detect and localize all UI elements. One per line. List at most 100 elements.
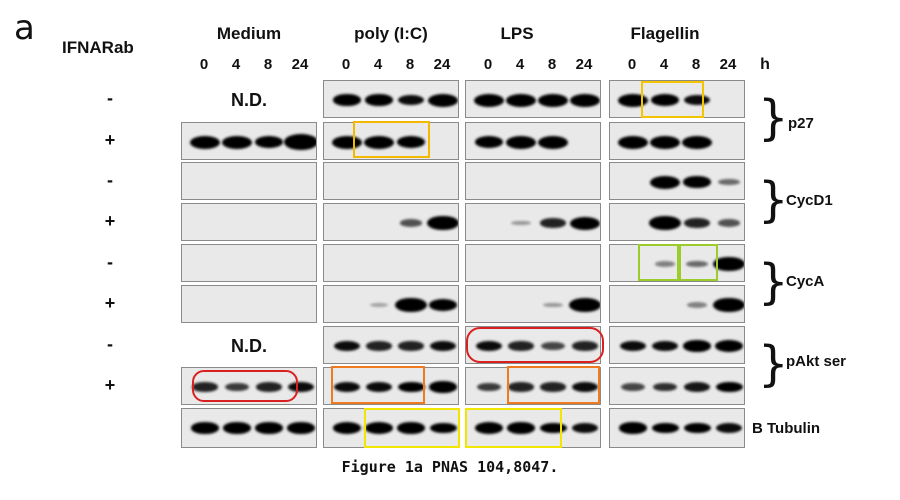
blot-band <box>399 219 423 227</box>
highlight-box-yellow <box>364 408 460 448</box>
brace-icon: } <box>758 90 789 146</box>
blot-band <box>225 382 249 392</box>
blot-panel <box>323 367 459 405</box>
ifnarab-sign: - <box>107 252 113 272</box>
highlight-box-green <box>638 244 679 281</box>
blot-band <box>477 382 501 392</box>
blot-panel <box>465 326 601 364</box>
blot-panel <box>323 244 459 282</box>
blot-panel <box>465 80 601 118</box>
blot-band <box>618 135 648 149</box>
blot-band <box>256 382 282 392</box>
blot-panel <box>323 326 459 364</box>
blot-band <box>508 341 534 351</box>
brace-icon: } <box>758 254 789 310</box>
blot-band <box>652 382 678 392</box>
time-unit: h <box>760 56 770 73</box>
blot-band <box>506 93 536 107</box>
blot-band <box>428 93 458 107</box>
timepoint-label: 24 <box>433 56 451 73</box>
blot-panel <box>181 285 317 323</box>
blot-band <box>683 176 711 188</box>
highlight-box-orange <box>507 366 600 404</box>
blot-band <box>570 216 600 230</box>
blot-band <box>683 422 711 434</box>
brace-icon: } <box>758 172 789 228</box>
blot-panel <box>465 162 601 200</box>
blot-band <box>718 178 740 186</box>
not-detected-label: N.D. <box>231 336 267 356</box>
blot-band <box>366 341 392 351</box>
blot-panel <box>181 203 317 241</box>
blot-band <box>508 382 534 392</box>
protein-label-cyca: CycA <box>786 273 825 290</box>
blot-band <box>540 218 566 228</box>
timepoint-label: 4 <box>373 56 383 73</box>
blot-band <box>650 135 680 149</box>
timepoint-label: 0 <box>483 56 493 73</box>
blot-band <box>190 135 220 149</box>
timepoint-label: 4 <box>231 56 241 73</box>
blot-band <box>332 422 362 434</box>
blot-band <box>429 381 457 393</box>
blot-band <box>715 422 743 434</box>
blot-band <box>429 422 457 434</box>
blot-panel <box>609 122 745 160</box>
ifnarab-sign: - <box>107 88 113 108</box>
blot-band <box>506 135 536 149</box>
blot-band <box>684 382 710 392</box>
blot-band <box>223 422 251 434</box>
blot-panel <box>465 244 601 282</box>
blot-band <box>572 341 598 351</box>
highlight-box-yellow <box>641 81 704 118</box>
panel-letter: a <box>14 8 35 48</box>
timepoint-label: 4 <box>515 56 525 73</box>
blot-band <box>712 256 744 272</box>
blot-band <box>394 297 428 313</box>
highlight-box-yellow <box>465 408 562 448</box>
row-header-ifnarab: IFNARab <box>62 38 134 57</box>
blot-band <box>651 422 679 434</box>
not-detected-label: N.D. <box>231 90 267 110</box>
blot-panel <box>609 367 745 405</box>
ifnarab-sign: + <box>104 130 116 150</box>
blot-band <box>539 422 567 434</box>
blot-band <box>686 302 708 308</box>
highlight-box-orange <box>331 366 425 404</box>
blot-band <box>654 261 676 267</box>
highlight-box-red <box>466 327 604 363</box>
blot-band <box>474 93 504 107</box>
blot-band <box>543 302 563 308</box>
highlight-box-red <box>192 370 298 402</box>
timepoint-label: 4 <box>659 56 669 73</box>
blot-band <box>333 340 361 352</box>
timepoint-label: 8 <box>691 56 701 73</box>
blot-band <box>333 381 361 393</box>
blot-panel <box>465 122 601 160</box>
blot-band <box>287 381 315 393</box>
blot-band <box>191 422 219 434</box>
blot-panel <box>181 408 317 448</box>
blot-band <box>426 215 458 231</box>
blot-panel <box>609 203 745 241</box>
blot-band <box>571 422 599 434</box>
ifnarab-sign: - <box>107 334 113 354</box>
ifnarab-sign: - <box>107 170 113 190</box>
blot-band <box>712 297 744 313</box>
blot-band <box>619 340 647 352</box>
blot-panel <box>181 244 317 282</box>
brace-icon: } <box>758 336 789 392</box>
blot-band <box>192 382 218 392</box>
blot-band <box>365 381 393 393</box>
blot-panel <box>609 326 745 364</box>
condition-flagellin: Flagellin <box>630 24 700 43</box>
condition-medium: Medium <box>216 24 282 43</box>
blot-panel <box>323 203 459 241</box>
blot-panel <box>609 408 745 448</box>
blot-band <box>397 381 425 393</box>
condition-polyic: poly (I:C) <box>354 24 428 43</box>
figure-caption: Figure 1a PNAS 104,8047. <box>341 458 559 476</box>
blot-band <box>222 135 252 149</box>
blot-band <box>507 422 535 434</box>
blot-band <box>364 135 394 149</box>
